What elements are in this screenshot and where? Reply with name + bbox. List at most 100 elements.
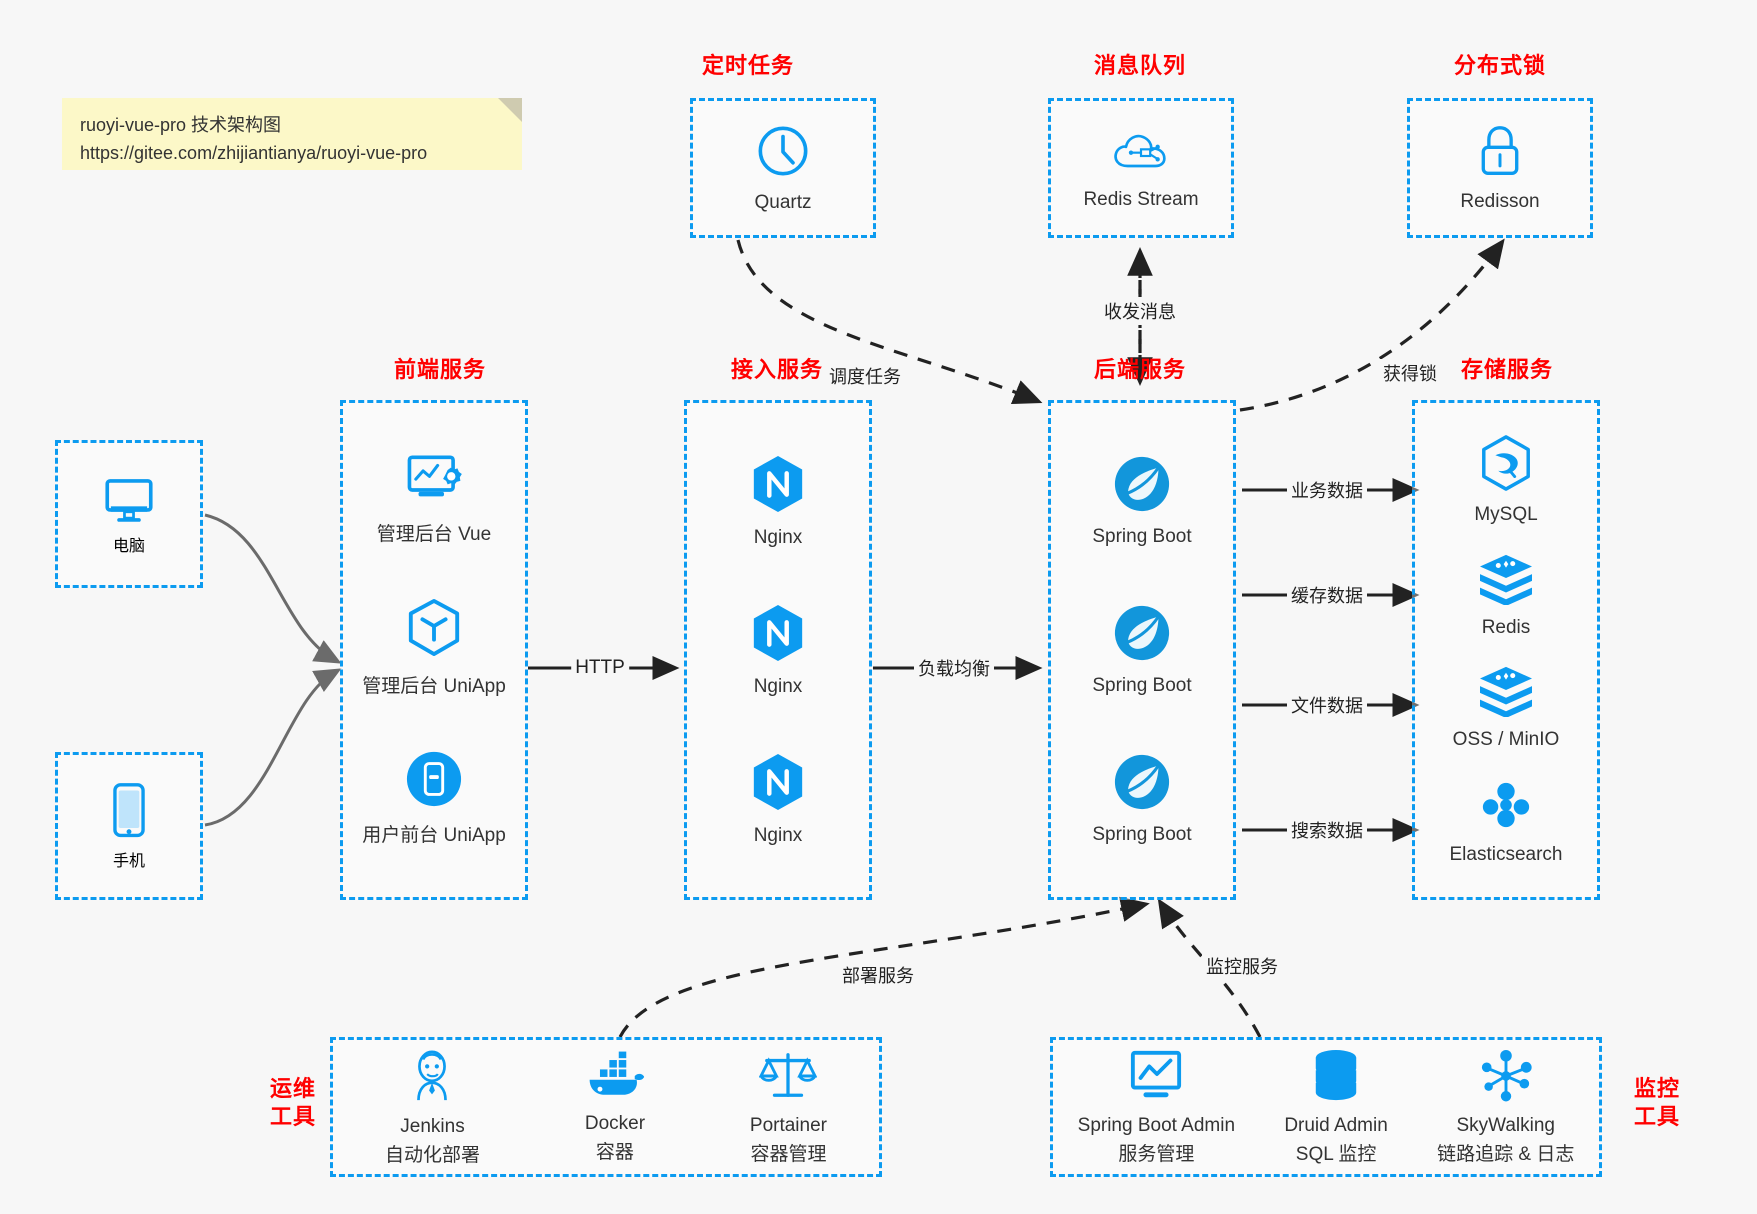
mobile-icon [108, 782, 150, 847]
node-nginx-3[interactable]: Nginx [749, 751, 807, 847]
group-title-monitor: 监控 工具 [1622, 1075, 1692, 1130]
node-redis-stream[interactable]: Redis Stream [1083, 125, 1199, 211]
node-label: MySQL [1474, 504, 1538, 526]
client-desktop[interactable]: 电脑 [55, 440, 203, 588]
nginx-icon [749, 602, 807, 669]
group-backend: Spring Boot Spring Boot Spring Boot [1048, 400, 1236, 900]
node-portainer[interactable]: Portainer 容器管理 [750, 1049, 827, 1166]
group-title-scheduled-task: 定时任务 [701, 53, 794, 78]
node-admin-uniapp[interactable]: 管理后台 UniApp [362, 597, 506, 698]
lock-icon [1474, 123, 1526, 184]
group-title-gateway: 接入服务 [730, 357, 823, 382]
edge-label-schedule-task: 调度任务 [825, 362, 905, 390]
node-admin-vue[interactable]: 管理后台 Vue [377, 453, 491, 546]
node-label: 手机 [112, 852, 145, 870]
group-title-message-queue: 消息队列 [1093, 53, 1186, 78]
devops-title-line-1: 运维 [269, 1076, 316, 1101]
group-storage: MySQL Redis [1412, 400, 1600, 900]
node-elasticsearch[interactable]: Elasticsearch [1450, 778, 1563, 866]
note-line-url: https://gitee.com/zhijiantianya/ruoyi-vu… [80, 142, 428, 163]
group-distributed-lock: Redisson [1407, 98, 1593, 238]
group-title-backend: 后端服务 [1093, 357, 1186, 382]
edge-label-search-data: 搜索数据 [1287, 816, 1367, 844]
edge-label-deploy-service: 部署服务 [838, 961, 918, 989]
node-spring-boot-3[interactable]: Spring Boot [1092, 752, 1192, 846]
elasticsearch-icon [1478, 778, 1534, 837]
node-desc: 容器管理 [750, 1143, 827, 1165]
edge-label-acquire-lock: 获得锁 [1379, 359, 1441, 387]
node-label: Elasticsearch [1449, 843, 1563, 865]
skywalking-node-icon [1478, 1049, 1534, 1108]
node-spring-boot-2[interactable]: Spring Boot [1092, 603, 1192, 697]
node-label: Redisson [1460, 191, 1540, 212]
spring-leaf-icon [1112, 752, 1172, 817]
node-redisson[interactable]: Redisson [1460, 123, 1540, 213]
group-title-storage: 存储服务 [1460, 357, 1553, 382]
group-scheduled-task: Quartz [690, 98, 876, 238]
node-quartz[interactable]: Quartz [754, 122, 812, 214]
info-note: ruoyi-vue-pro 技术架构图 https://gitee.com/zh… [62, 98, 522, 170]
node-label: Spring Boot Admin [1077, 1114, 1236, 1136]
edge-label-cache-data: 缓存数据 [1287, 581, 1367, 609]
node-label: SkyWalking [1456, 1114, 1555, 1136]
node-label: Portainer [749, 1114, 827, 1136]
node-label: Spring Boot [1092, 526, 1192, 548]
edge-label-business-data: 业务数据 [1287, 476, 1367, 504]
node-nginx-2[interactable]: Nginx [749, 602, 807, 698]
node-desc: 服务管理 [1118, 1143, 1195, 1165]
group-monitor: Spring Boot Admin 服务管理 Druid Admin SQL 监… [1050, 1037, 1602, 1177]
monitor-title-line-2: 工具 [1633, 1103, 1680, 1129]
edge-label-send-receive-message: 收发消息 [1100, 297, 1180, 325]
mysql-dolphin-icon [1478, 434, 1534, 497]
oss-stack-icon [1477, 665, 1535, 722]
node-oss-minio[interactable]: OSS / MinIO [1452, 665, 1560, 751]
node-user-uniapp[interactable]: 用户前台 UniApp [362, 750, 506, 847]
node-label: 用户前台 UniApp [362, 825, 506, 847]
node-label: Nginx [753, 527, 803, 549]
node-nginx-1[interactable]: Nginx [749, 453, 807, 549]
node-desc: 容器 [595, 1141, 634, 1163]
group-title-distributed-lock: 分布式锁 [1453, 53, 1546, 78]
node-label: OSS / MinIO [1452, 729, 1560, 751]
node-label: Redis [1481, 616, 1531, 638]
edge-label-http: HTTP [571, 656, 629, 680]
node-skywalking[interactable]: SkyWalking 链路追踪 & 日志 [1437, 1049, 1574, 1166]
client-mobile[interactable]: 手机 [55, 752, 203, 900]
node-spring-boot-1[interactable]: Spring Boot [1092, 454, 1192, 548]
monitor-title-line-1: 监控 [1633, 1076, 1680, 1101]
node-label: Redis Stream [1083, 189, 1199, 210]
node-druid-admin[interactable]: Druid Admin SQL 监控 [1284, 1049, 1388, 1166]
nginx-icon [749, 751, 807, 818]
node-desc: 自动化部署 [384, 1144, 480, 1166]
group-gateway: Nginx Nginx Nginx [684, 400, 872, 900]
desktop-icon [100, 473, 158, 532]
jenkins-butler-icon [404, 1048, 460, 1109]
node-label: 管理后台 Vue [376, 523, 492, 545]
docker-whale-icon [584, 1051, 646, 1106]
note-line-title: ruoyi-vue-pro 技术架构图 [80, 115, 282, 135]
edge-label-file-data: 文件数据 [1287, 691, 1367, 719]
node-mysql[interactable]: MySQL [1474, 434, 1538, 526]
node-label: Quartz [754, 192, 812, 213]
node-docker[interactable]: Docker 容器 [584, 1051, 646, 1164]
node-spring-boot-admin[interactable]: Spring Boot Admin 服务管理 [1078, 1049, 1235, 1166]
edge-label-monitor-service: 监控服务 [1202, 952, 1282, 980]
edge-label-load-balance: 负载均衡 [914, 654, 994, 682]
node-label: Spring Boot [1092, 674, 1192, 696]
node-label: Druid Admin [1284, 1114, 1388, 1136]
node-label: Spring Boot [1092, 823, 1192, 845]
node-label: Nginx [753, 824, 803, 846]
spring-leaf-icon [1112, 454, 1172, 519]
node-desc: 链路追踪 & 日志 [1437, 1143, 1575, 1165]
group-title-frontend: 前端服务 [393, 357, 486, 382]
node-jenkins[interactable]: Jenkins 自动化部署 [385, 1048, 480, 1167]
devops-title-line-2: 工具 [269, 1103, 316, 1129]
group-frontend: 管理后台 Vue 管理后台 UniApp 用户前台 UniApp [340, 400, 528, 900]
database-icon [1310, 1049, 1362, 1108]
phone-app-icon [405, 750, 463, 813]
cube-icon [405, 597, 463, 664]
node-label: Docker [584, 1112, 646, 1134]
node-redis[interactable]: Redis [1477, 553, 1535, 639]
note-fold-corner [498, 98, 522, 122]
